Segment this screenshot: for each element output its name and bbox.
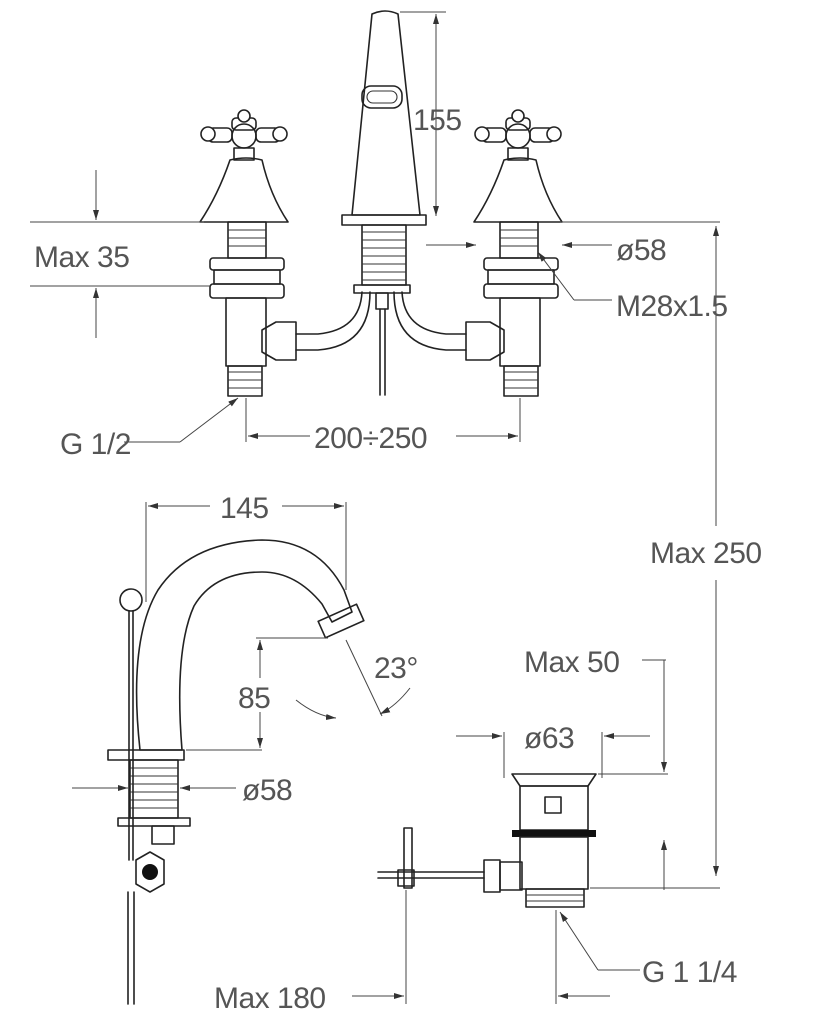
dim-spacing: 200÷250 [314, 422, 427, 455]
side-spout [107, 539, 365, 1005]
dim-max-35: Max 35 [34, 241, 129, 274]
dim-max-250: Max 250 [650, 537, 762, 570]
waste-dimensions [352, 659, 720, 1004]
dim-spout-height: 155 [413, 104, 462, 137]
dim-waste-thread: G 1 1/4 [642, 956, 737, 989]
dim-max-50: Max 50 [524, 646, 619, 679]
top-dimensions [30, 11, 720, 876]
dim-thread: M28x1.5 [616, 290, 728, 323]
dim-max-180: Max 180 [214, 982, 326, 1015]
right-valve [465, 109, 563, 397]
spout-thread [361, 231, 407, 281]
dim-dia-58-top: ø58 [616, 234, 666, 267]
dim-connection: G 1/2 [60, 428, 131, 461]
left-valve [199, 109, 297, 397]
dim-angle: 23° [374, 652, 418, 685]
waste [377, 773, 597, 908]
dim-dia-58-side: ø58 [242, 774, 292, 807]
dim-dia-63: ø63 [524, 722, 574, 755]
dim-height-85: 85 [238, 682, 270, 715]
top-spout [341, 10, 427, 396]
dim-reach: 145 [220, 492, 269, 525]
flexible-hoses [295, 291, 467, 351]
side-dimensions [72, 502, 411, 791]
